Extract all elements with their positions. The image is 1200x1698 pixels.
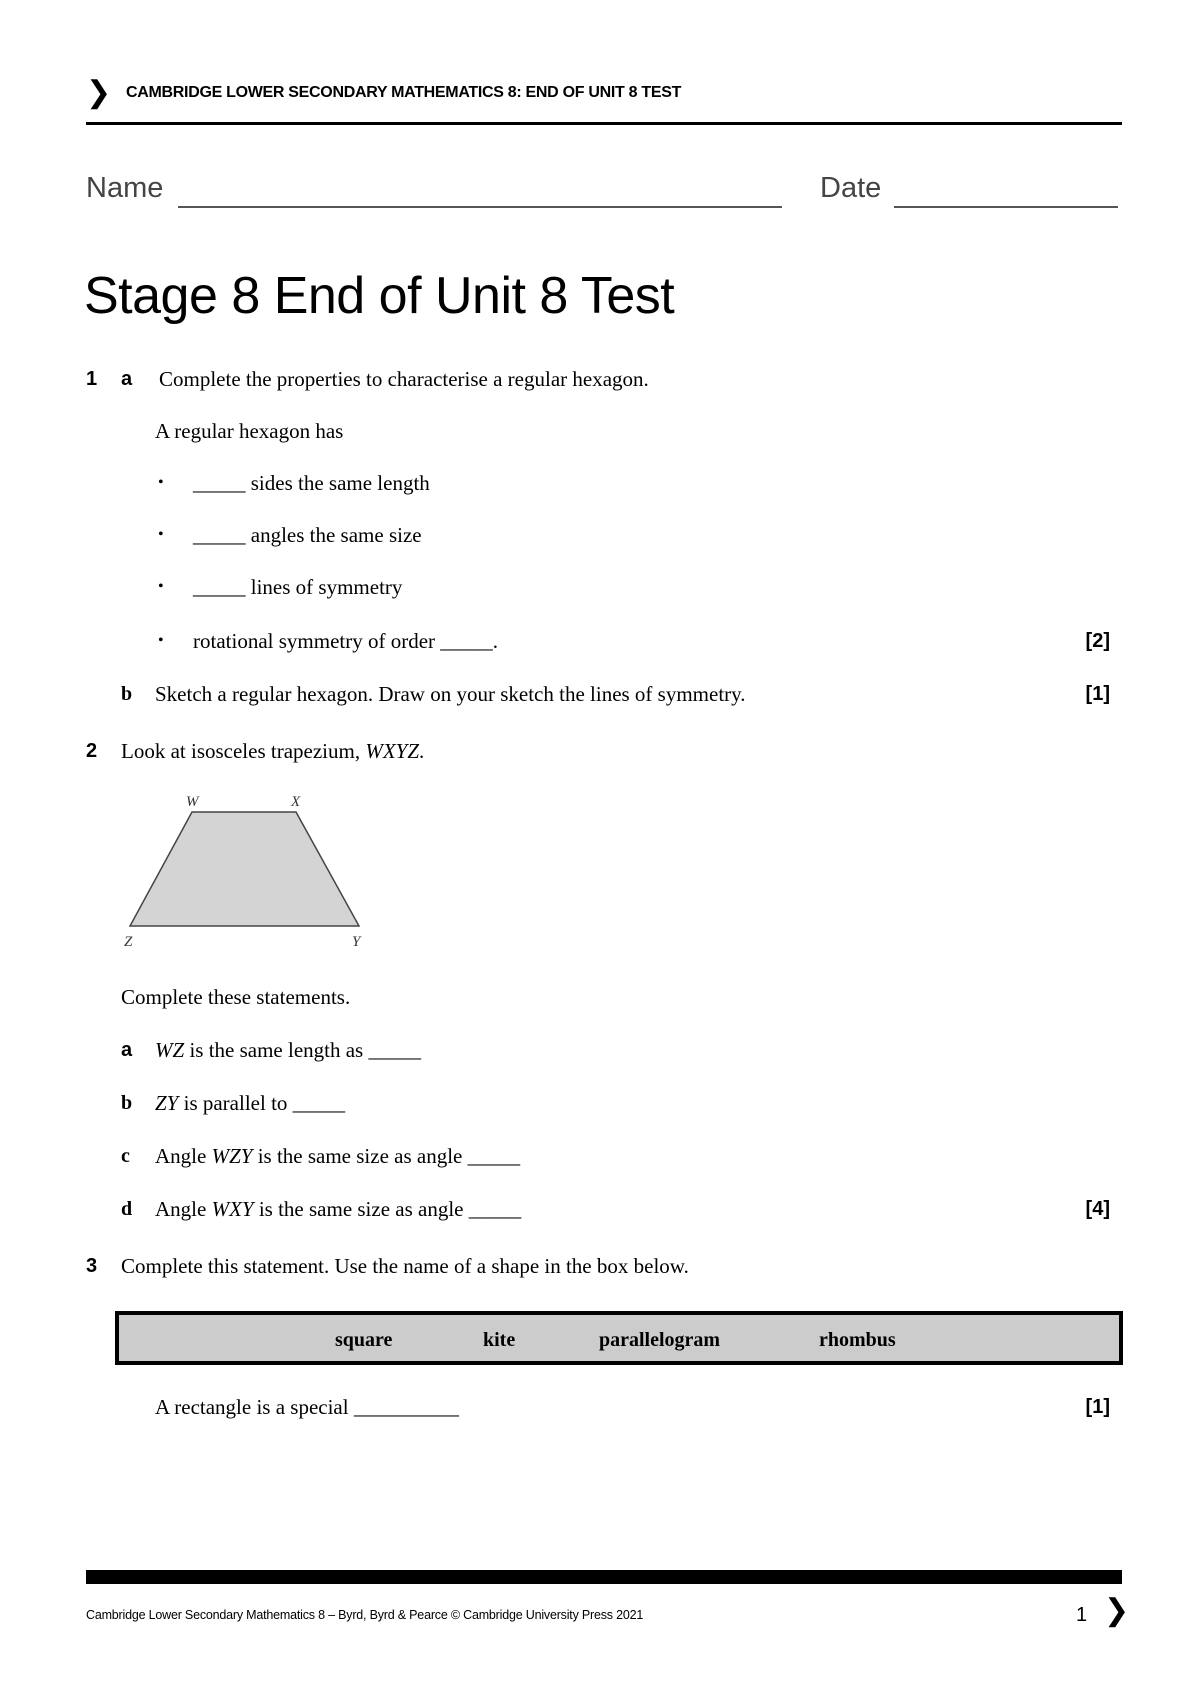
footer-bar bbox=[86, 1570, 1122, 1584]
option-kite: kite bbox=[483, 1329, 516, 1351]
name-field[interactable] bbox=[178, 206, 782, 208]
q1a-prompt: Complete the properties to characterise … bbox=[159, 367, 649, 391]
page-title: Stage 8 End of Unit 8 Test bbox=[84, 267, 675, 325]
q2-instruction: Complete these statements. bbox=[121, 985, 351, 1009]
chevron-right-icon[interactable]: ❯ bbox=[1104, 1594, 1130, 1627]
part-label-2d: d bbox=[121, 1198, 133, 1220]
shape-options-box: square kite parallelogram rhombus bbox=[115, 1311, 1123, 1365]
trapezium-shape bbox=[128, 811, 361, 927]
chevron-right-icon: ❯ bbox=[86, 76, 112, 109]
q1a-bullet-1: _____ sides the same length bbox=[193, 471, 430, 495]
marks-q1a: [2] bbox=[1085, 630, 1110, 652]
bullet-icon: • bbox=[158, 526, 164, 543]
question-number-1: 1 bbox=[86, 368, 98, 390]
page-number: 1 bbox=[1076, 1604, 1088, 1626]
bullet-icon: • bbox=[158, 474, 164, 491]
part-label-2b: b bbox=[121, 1092, 133, 1114]
bullet-icon: • bbox=[158, 578, 164, 595]
footer-copyright: Cambridge Lower Secondary Mathematics 8 … bbox=[86, 1608, 644, 1622]
vertex-label-y: Y bbox=[352, 934, 362, 950]
q3-statement: A rectangle is a special __________ bbox=[155, 1395, 459, 1419]
name-date-row: Name Date bbox=[86, 172, 1122, 212]
q2-prompt: Look at isosceles trapezium, WXYZ. bbox=[121, 739, 425, 763]
question-number-3: 3 bbox=[86, 1255, 98, 1277]
option-rhombus: rhombus bbox=[819, 1329, 896, 1351]
vertex-label-x: X bbox=[290, 794, 301, 810]
marks-q1b: [1] bbox=[1085, 683, 1110, 705]
q1a-bullet-4: rotational symmetry of order _____. bbox=[193, 629, 499, 653]
q1b-prompt: Sketch a regular hexagon. Draw on your s… bbox=[155, 682, 746, 706]
header-title: CAMBRIDGE LOWER SECONDARY MATHEMATICS 8:… bbox=[126, 84, 682, 101]
date-label: Date bbox=[820, 172, 882, 204]
bullet-icon: • bbox=[158, 632, 164, 649]
marks-q2: [4] bbox=[1085, 1198, 1110, 1220]
q2a-statement: WZ is the same length as _____ bbox=[155, 1038, 421, 1062]
date-field[interactable] bbox=[894, 206, 1118, 208]
part-label-1a: a bbox=[121, 368, 133, 390]
q3-prompt: Complete this statement. Use the name of… bbox=[121, 1254, 689, 1278]
part-label-1b: b bbox=[121, 683, 133, 705]
option-square: square bbox=[335, 1329, 393, 1351]
part-label-2a: a bbox=[121, 1039, 133, 1061]
q1a-bullet-2: _____ angles the same size bbox=[193, 523, 422, 547]
running-header: ❯ CAMBRIDGE LOWER SECONDARY MATHEMATICS … bbox=[86, 78, 1122, 125]
name-label: Name bbox=[86, 172, 164, 204]
option-parallelogram: parallelogram bbox=[599, 1329, 721, 1351]
q1a-intro: A regular hexagon has bbox=[155, 419, 344, 443]
vertex-label-w: W bbox=[186, 794, 200, 810]
vertex-label-z: Z bbox=[124, 934, 133, 950]
q1a-bullet-3: _____ lines of symmetry bbox=[193, 575, 403, 599]
q2c-statement: Angle WZY is the same size as angle ____… bbox=[155, 1144, 521, 1168]
q2b-statement: ZY is parallel to _____ bbox=[155, 1091, 346, 1115]
q2d-statement: Angle WXY is the same size as angle ____… bbox=[155, 1197, 522, 1221]
part-label-2c: c bbox=[121, 1145, 130, 1167]
question-number-2: 2 bbox=[86, 740, 98, 762]
marks-q3: [1] bbox=[1085, 1396, 1110, 1418]
trapezium-diagram: W X Y Z bbox=[124, 794, 362, 950]
